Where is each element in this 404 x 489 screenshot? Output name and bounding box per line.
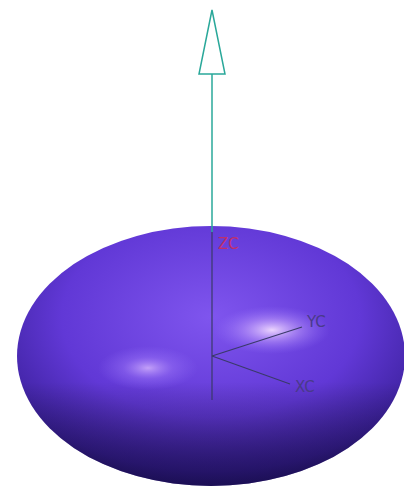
ellipsoid-shade <box>17 226 404 486</box>
z-axis-line <box>211 74 213 232</box>
y-axis-line <box>212 327 302 356</box>
ellipsoid-highlight <box>214 306 330 354</box>
axis-label: XC <box>295 380 315 395</box>
ellipsoid-body <box>17 226 404 486</box>
x-axis-line <box>212 356 290 384</box>
axis-label: ZC <box>218 237 239 252</box>
axis-label: YC <box>307 315 326 330</box>
ellipsoid-highlight <box>98 346 198 390</box>
z-axis-arrowhead <box>199 10 225 74</box>
z-axis-line <box>211 232 212 400</box>
